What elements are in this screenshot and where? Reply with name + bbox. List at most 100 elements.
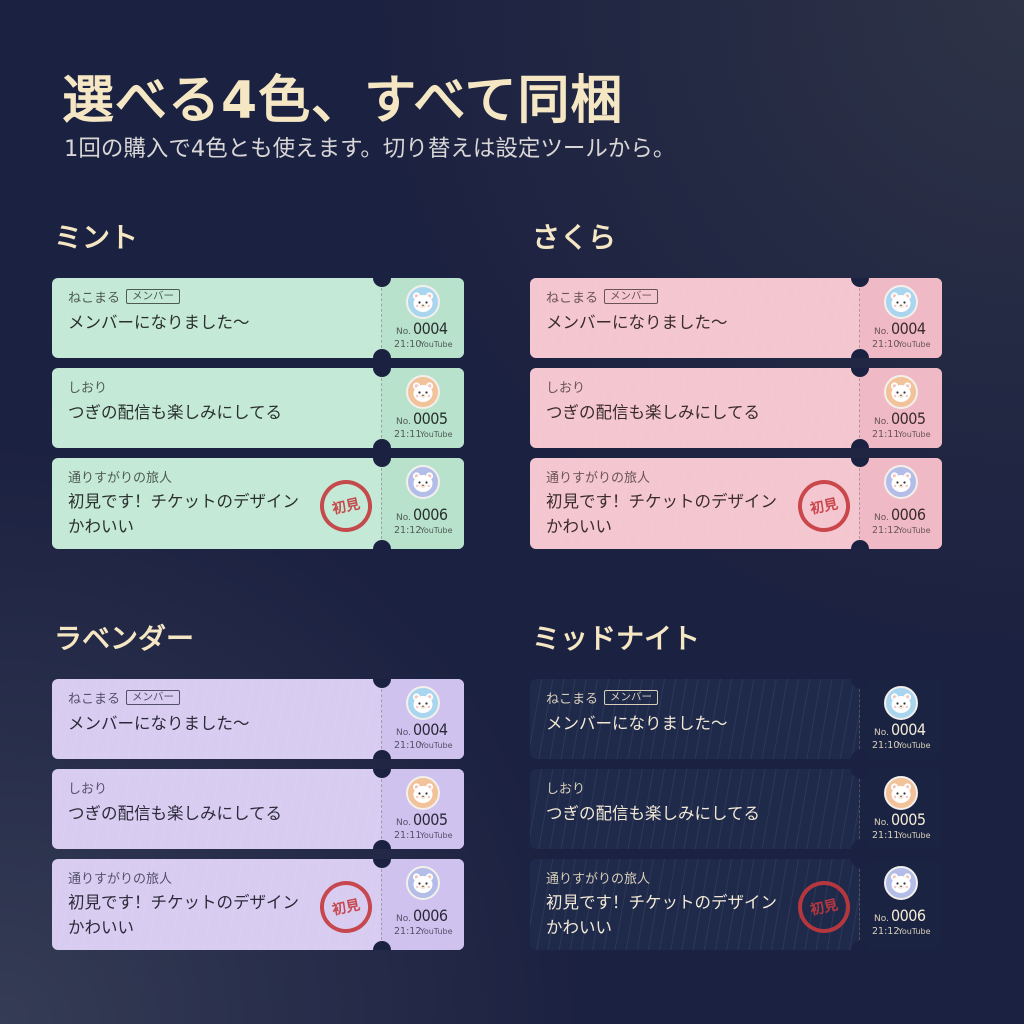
avatar (406, 866, 440, 900)
ticket-header: ねこまるメンバー (546, 287, 659, 306)
page-subtitle: 1回の購入で4色とも使えます。切り替えは設定ツールから。 (64, 136, 676, 162)
ticket-number: No.0004 (874, 720, 926, 739)
ticket-header: しおり (546, 778, 585, 797)
ticket-number: No.0006 (396, 505, 448, 524)
timestamp: 21:12 (394, 926, 422, 937)
ticket-notch (851, 278, 869, 287)
message-line: 初見です！チケットのデザイン (68, 893, 299, 912)
comment-message: メンバーになりました〜 (68, 711, 250, 736)
timestamp: 21:10 (872, 740, 900, 751)
commenter-name: しおり (68, 782, 108, 797)
ticket-notch (373, 941, 391, 950)
ticket-notch (373, 439, 391, 448)
commenter-name: 通りすがりの旅人 (68, 872, 173, 887)
number-label: No. (874, 417, 889, 427)
ticket-number: No.0005 (396, 409, 448, 428)
avatar (884, 465, 918, 499)
perforation-line (381, 869, 382, 940)
ticket-header: しおり (68, 377, 107, 396)
ticket-notch (373, 769, 391, 778)
perforation-line (859, 378, 860, 438)
number-label: No. (874, 818, 889, 828)
ticket-notch (851, 349, 869, 358)
ticket-notch (373, 349, 391, 358)
comment-message: メンバーになりました〜 (68, 310, 250, 335)
ticket-header: しおり (546, 377, 585, 396)
ticket-notch (373, 859, 391, 868)
ticket-header: 通りすがりの旅人 (68, 868, 172, 887)
avatar (884, 285, 918, 319)
ticket-notch (373, 368, 391, 377)
perforation-line (859, 468, 860, 539)
avatar (884, 375, 918, 409)
number-value: 0004 (412, 720, 448, 739)
timestamp: 21:10 (394, 339, 422, 350)
number-value: 0004 (890, 319, 926, 338)
avatar (406, 285, 440, 319)
timestamp: 21:12 (872, 926, 900, 937)
ticket-notch (373, 679, 391, 688)
bear-icon (410, 780, 436, 806)
ticket-notch (851, 750, 869, 759)
bear-icon (888, 469, 914, 495)
commenter-name: ねこまる (546, 291, 599, 306)
message-line: つぎの配信も楽しみにしてる (546, 403, 761, 422)
platform-label: YouTube (898, 340, 931, 349)
ticket-notch (851, 368, 869, 377)
ticket-notch (851, 679, 869, 688)
ticket-header: 通りすがりの旅人 (546, 868, 650, 887)
timestamp: 21:12 (872, 525, 900, 536)
timestamp: 21:11 (394, 429, 422, 440)
ticket-header: ねこまるメンバー (68, 688, 181, 707)
comment-message: 初見です！チケットのデザインかわいい (68, 489, 299, 539)
comment-message: つぎの配信も楽しみにしてる (68, 400, 282, 425)
ticket-notch (851, 439, 869, 448)
message-line: つぎの配信も楽しみにしてる (546, 804, 761, 823)
ticket-number: No.0004 (396, 319, 448, 338)
avatar (406, 776, 440, 810)
member-badge: メンバー (126, 690, 181, 705)
message-line: かわいい (68, 918, 134, 937)
perforation-line (859, 779, 860, 839)
comment-message: つぎの配信も楽しみにしてる (546, 801, 760, 826)
theme-name: ミント (54, 221, 139, 254)
ticket-notch (373, 278, 391, 287)
bear-icon (410, 289, 436, 315)
perforation-line (381, 378, 382, 438)
platform-label: YouTube (420, 526, 453, 535)
comment-message: つぎの配信も楽しみにしてる (68, 801, 282, 826)
avatar (406, 465, 440, 499)
message-line: メンバーになりました〜 (68, 714, 250, 733)
ticket-number: No.0004 (396, 720, 448, 739)
number-label: No. (874, 728, 889, 738)
number-value: 0005 (412, 810, 448, 829)
platform-label: YouTube (898, 741, 931, 750)
perforation-line (381, 779, 382, 839)
bear-icon (410, 469, 436, 495)
ticket-notch (851, 859, 869, 868)
number-value: 0006 (412, 505, 448, 524)
timestamp: 21:10 (394, 740, 422, 751)
platform-label: YouTube (898, 927, 931, 936)
comment-message: メンバーになりました〜 (546, 310, 728, 335)
number-label: No. (874, 327, 889, 337)
ticket-header: 通りすがりの旅人 (546, 467, 650, 486)
bear-icon (888, 379, 914, 405)
ticket-notch (851, 840, 869, 849)
ticket-number: No.0005 (396, 810, 448, 829)
ticket-header: ねこまるメンバー (546, 688, 659, 707)
timestamp: 21:10 (872, 339, 900, 350)
ticket-notch (851, 941, 869, 950)
avatar (884, 776, 918, 810)
page-title: 選べる4色、すべて同梱 (62, 71, 624, 131)
timestamp: 21:12 (394, 525, 422, 536)
